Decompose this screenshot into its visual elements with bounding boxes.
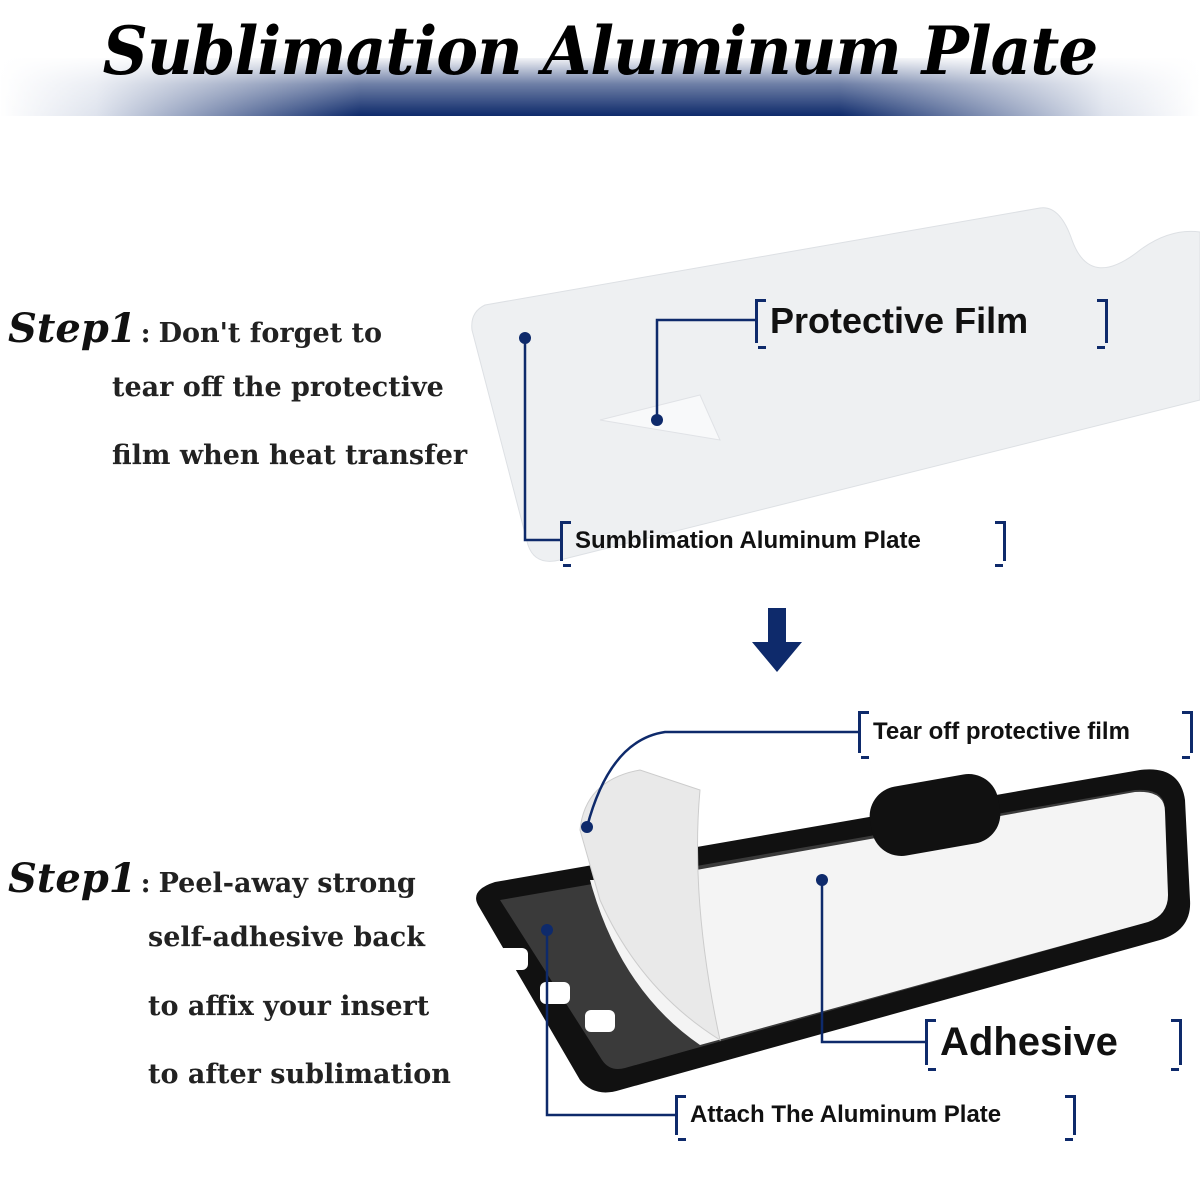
camera-cutout <box>869 773 1001 857</box>
step-line: to affix your insert <box>148 991 430 1022</box>
step-label: Step1 <box>8 855 137 902</box>
step-label: Step1 <box>8 305 137 352</box>
step-heading-row: Step1 : Peel-away strong <box>8 855 416 902</box>
aluminum-plate <box>471 207 1200 562</box>
step-colon: : <box>140 318 151 349</box>
adhesive-sheet <box>590 791 1168 1045</box>
page-title: Sublimation Aluminum Plate <box>102 12 1099 90</box>
adhesive-label: Adhesive <box>925 1019 1182 1071</box>
title-band <box>0 58 1200 116</box>
protective-film-label: Protective Film <box>755 299 1108 349</box>
down-arrow-icon <box>752 608 802 672</box>
step-line: film when heat transfer <box>112 440 468 471</box>
aluminum-plate-label: Sumblimation Aluminum Plate <box>560 521 1006 567</box>
step-line: to after sublimation <box>148 1059 451 1090</box>
step-heading-row: Step1 : Don't forget to <box>8 305 382 352</box>
tear-off-label: Tear off protective film <box>858 711 1193 759</box>
step-line: self-adhesive back <box>148 922 425 953</box>
attach-plate-label: Attach The Aluminum Plate <box>675 1095 1076 1141</box>
step-colon: : <box>140 868 151 899</box>
step-line: tear off the protective <box>112 372 444 403</box>
step-line: Don't forget to <box>158 318 383 349</box>
step-line: Peel-away strong <box>158 868 416 899</box>
peeled-film <box>579 769 721 1042</box>
